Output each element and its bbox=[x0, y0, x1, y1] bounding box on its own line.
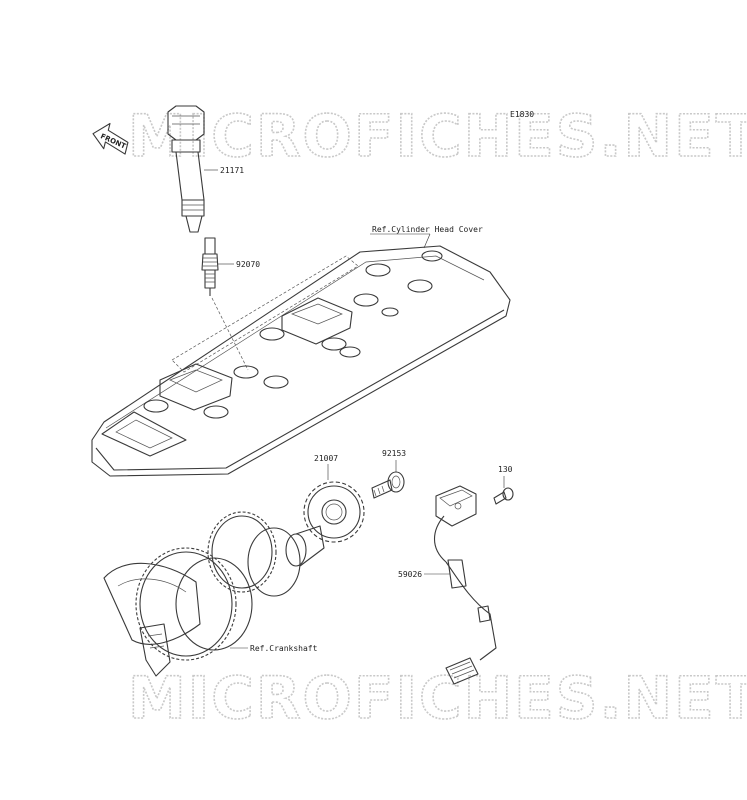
label-59026: 59026 bbox=[398, 570, 422, 579]
label-ref-crankshaft: Ref.Crankshaft bbox=[250, 644, 318, 653]
watermark-bottom: MICROFICHES.NET bbox=[128, 664, 747, 732]
label-21007: 21007 bbox=[314, 454, 338, 463]
rotor-bolt bbox=[371, 471, 405, 499]
diagram-code: E1830 bbox=[510, 110, 534, 119]
watermark-top: MICROFICHES.NET bbox=[128, 102, 747, 170]
label-92070: 92070 bbox=[236, 260, 260, 269]
front-arrow-icon: FRONT bbox=[92, 122, 129, 155]
label-130: 130 bbox=[498, 465, 513, 474]
ignition-coil bbox=[167, 105, 205, 233]
sensor-screw bbox=[493, 487, 514, 505]
label-92153: 92153 bbox=[382, 449, 406, 458]
spark-plug bbox=[201, 237, 219, 296]
label-ref-cylinder-head-cover: Ref.Cylinder Head Cover bbox=[372, 225, 483, 234]
rotor-gear bbox=[303, 481, 365, 543]
cylinder-head-cover bbox=[91, 245, 511, 477]
label-21171: 21171 bbox=[220, 166, 244, 175]
crankshaft bbox=[103, 511, 325, 677]
crankshaft-sensor bbox=[433, 485, 497, 685]
